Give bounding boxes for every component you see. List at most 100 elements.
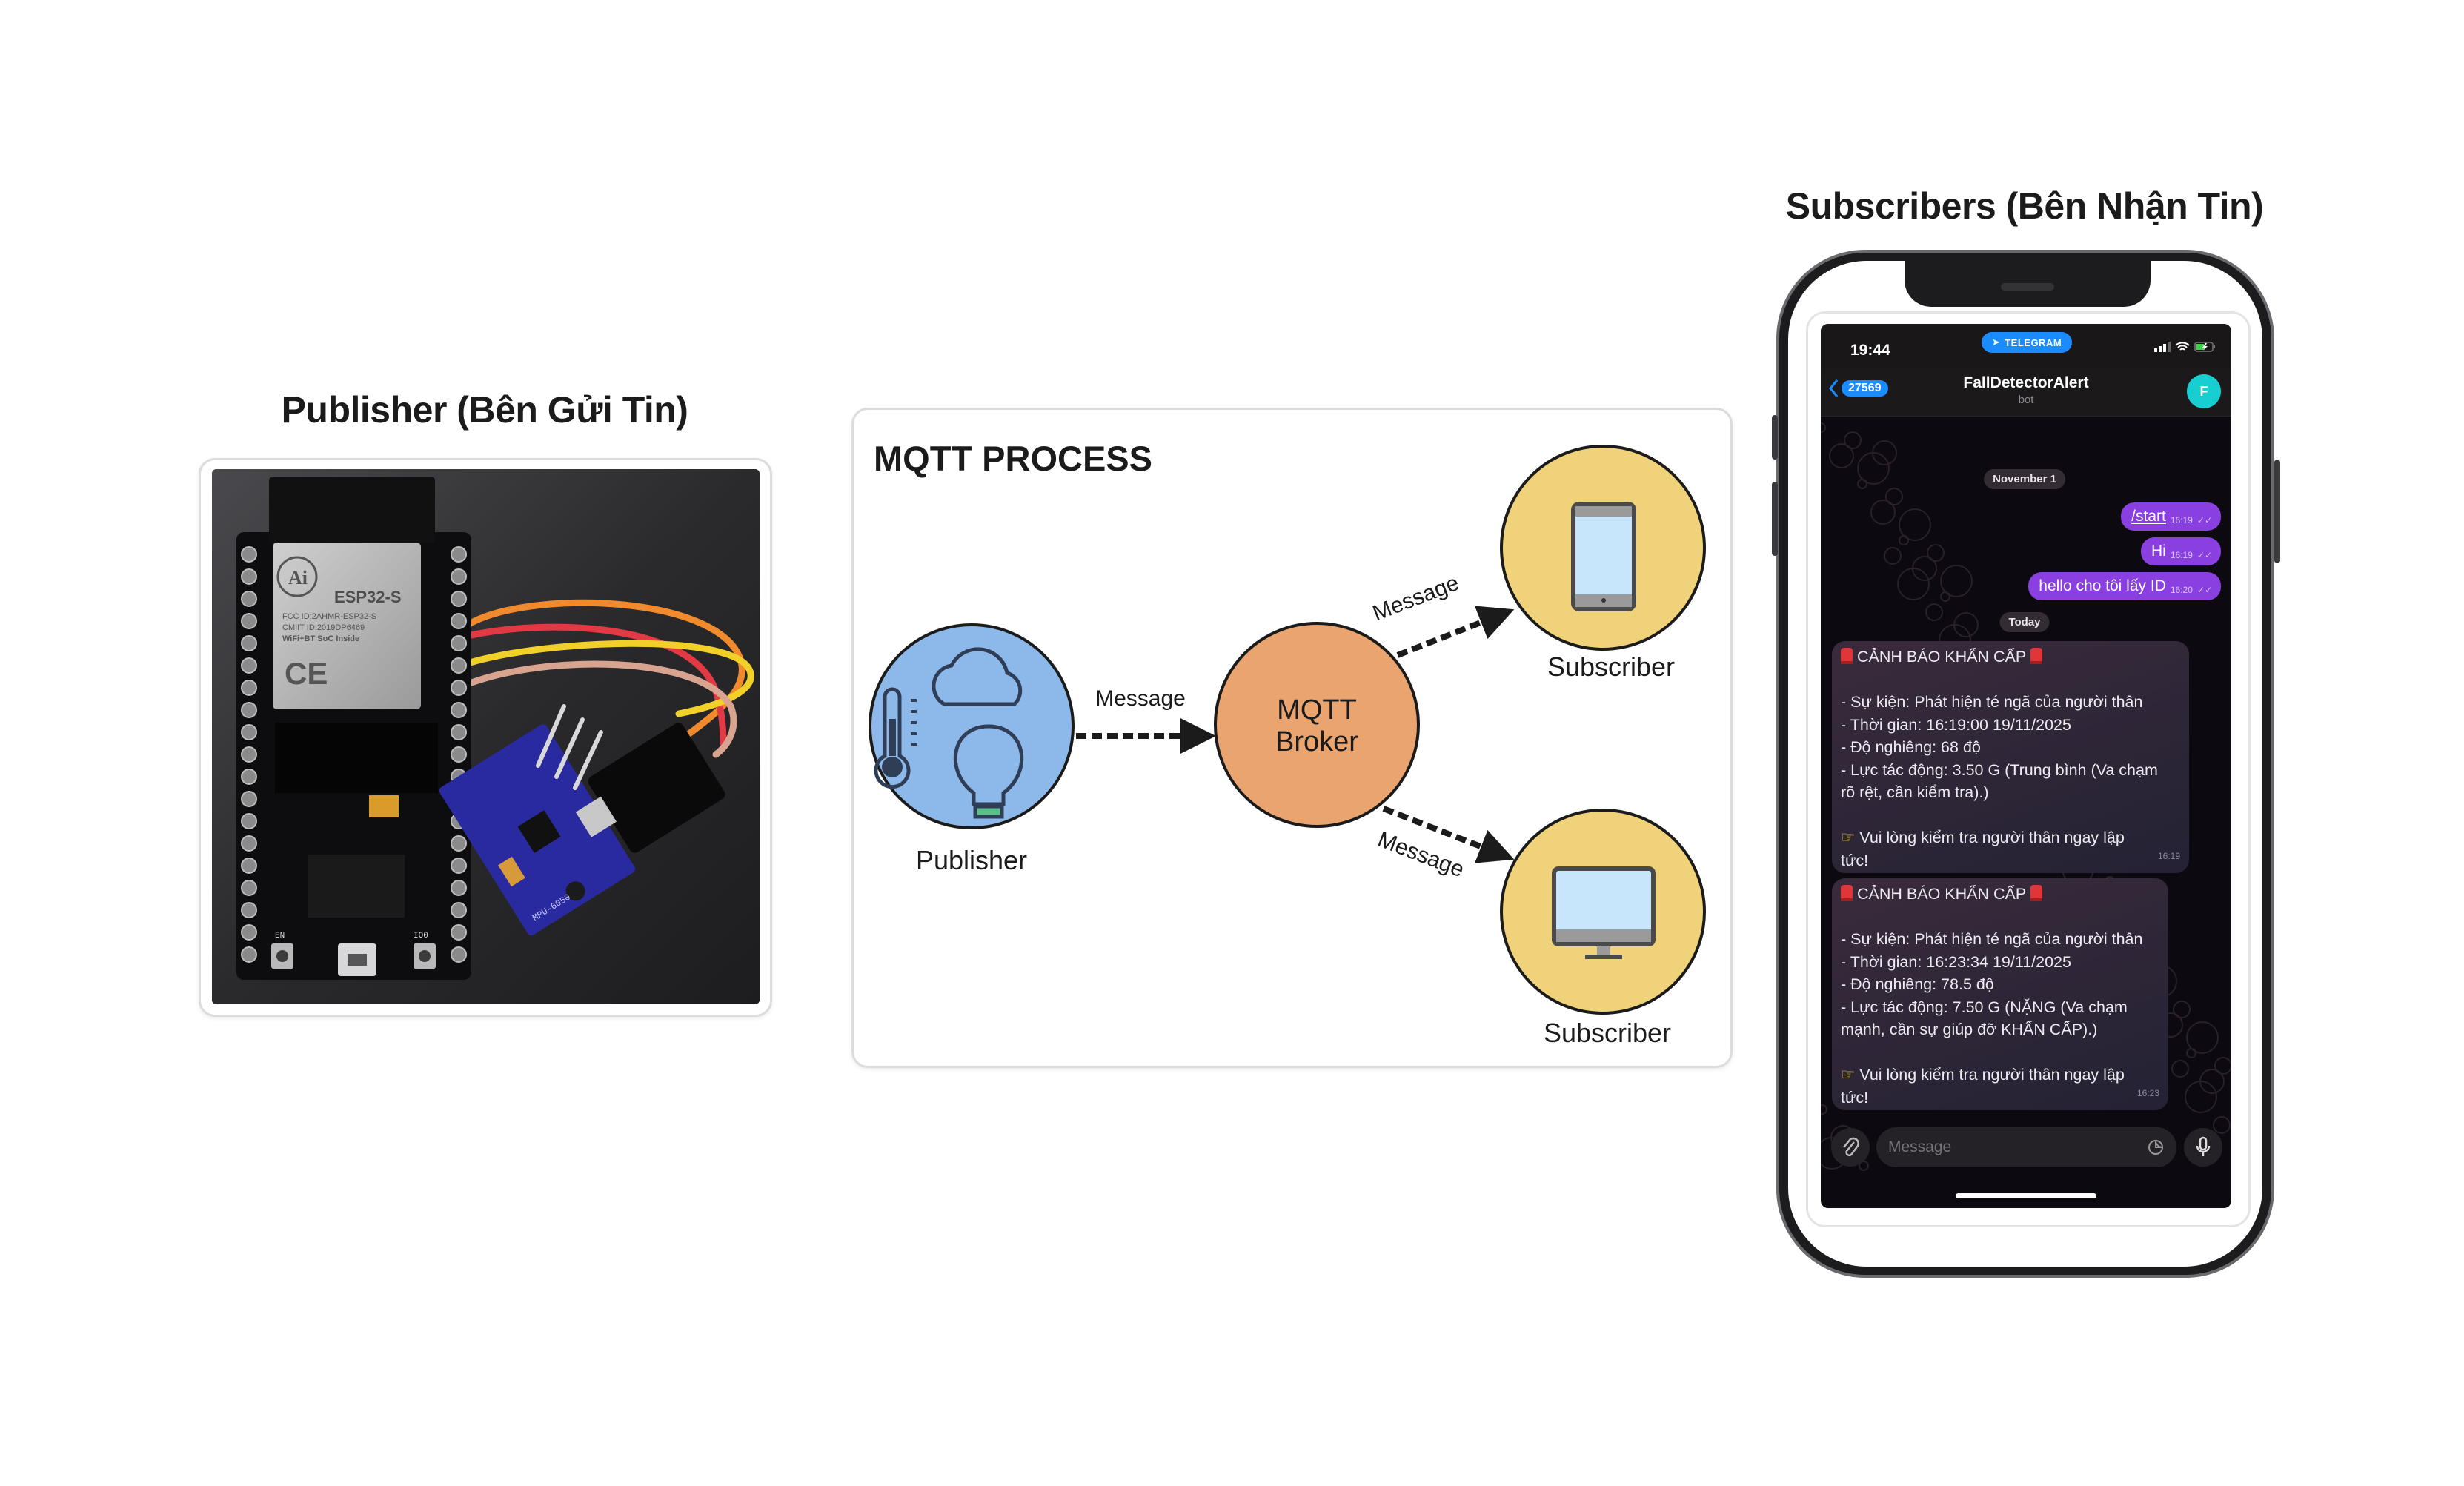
broker-node	[1214, 622, 1420, 828]
message-text: Hi	[2151, 543, 2166, 560]
message-text[interactable]: /start	[2131, 508, 2166, 525]
telegram-plane-icon: ➤	[1991, 336, 2001, 348]
bot-avatar[interactable]: F	[2187, 374, 2221, 408]
header-pin	[451, 835, 467, 852]
message-input[interactable]: Message	[1876, 1127, 2176, 1167]
alert-impact-line-cont: mạnh, cần sự giúp đỡ KHẨN CẤP).)	[1841, 1021, 2098, 1038]
wallpaper-doodle	[1857, 479, 1867, 489]
wallpaper-doodle	[2214, 1057, 2231, 1075]
wallpaper-doodle	[1912, 556, 1937, 581]
paperclip-icon	[1843, 1137, 1859, 1157]
siren-icon	[1841, 648, 1853, 664]
alert-footer: Vui lòng kiểm tra người thân ngay lập	[1859, 829, 2125, 846]
wallpaper-doodle	[1940, 565, 1973, 597]
wallpaper-doodle	[1899, 508, 1931, 541]
message-time: 16:19	[2157, 850, 2180, 861]
wallpaper-doodle	[2213, 1116, 2231, 1134]
header-pin	[451, 635, 467, 651]
message-time: 16:19	[2170, 515, 2193, 525]
double-check-icon: ✓✓	[2196, 585, 2212, 595]
esp32-board: EN IO0 Ai ESP32-S FCC ID:2AHMR-ESP32-S C…	[236, 477, 471, 980]
alert-message: CẢNH BÁO KHẨN CẤP - Sự kiện: Phát hiện t…	[1832, 878, 2168, 1110]
alert-event-line: - Sự kiện: Phát hiện té ngã của người th…	[1841, 930, 2143, 948]
wallpaper-doodle	[1925, 603, 1943, 621]
arrow-bottom-label: Message	[1375, 827, 1467, 882]
alert-footer-cont: tức!	[1841, 1088, 1869, 1107]
smartphone-icon	[1571, 502, 1636, 611]
header-pin	[241, 791, 257, 807]
chat-header: 27569 FallDetectorAlert bot F	[1821, 368, 2231, 417]
wallpaper-doodle	[1821, 422, 1826, 433]
header-pin	[241, 769, 257, 785]
phone-speaker	[2001, 283, 2054, 291]
header-pin	[451, 946, 467, 963]
alert-footer-cont: tức!	[1841, 851, 1869, 869]
wallpaper-doodle	[2186, 1021, 2219, 1054]
alert-impact-line: - Lực tác động: 3.50 G (Trung bình (Va c…	[1841, 760, 2158, 779]
header-pin	[241, 657, 257, 674]
attach-button[interactable]	[1831, 1128, 1870, 1167]
module-cmiit-label: CMIIT ID:2019DP6469	[282, 623, 365, 632]
header-pin	[241, 546, 257, 563]
module-soc-label: WiFi+BT SoC Inside	[282, 634, 359, 643]
header-pin	[451, 858, 467, 874]
header-pin	[241, 880, 257, 896]
telegram-app-pill[interactable]: ➤ TELEGRAM	[1982, 332, 2072, 353]
header-pin	[451, 568, 467, 585]
header-pin	[241, 813, 257, 829]
wallpaper-doodle	[1885, 488, 1903, 505]
en-button-label: EN	[275, 932, 285, 941]
header-pin	[451, 724, 467, 740]
voice-record-button[interactable]	[2184, 1128, 2222, 1167]
message-time: 16:19	[2170, 550, 2193, 560]
arrow-broker-to-bottom-subscriber	[1382, 806, 1515, 863]
cloud-icon	[932, 647, 1023, 706]
double-check-icon: ✓✓	[2196, 550, 2212, 560]
wallpaper-doodle	[1899, 535, 1909, 545]
wallpaper-doodle	[1872, 440, 1897, 465]
header-pin	[241, 591, 257, 607]
sticker-icon[interactable]	[2147, 1138, 2165, 1156]
arrow-publisher-label: Message	[1095, 686, 1186, 711]
header-pin	[241, 835, 257, 852]
module-fcc-label: FCC ID:2AHMR-ESP32-S	[282, 612, 376, 621]
double-check-icon: ✓✓	[2196, 515, 2212, 525]
outgoing-message: /start 16:19 ✓✓	[2121, 502, 2221, 531]
message-time: 16:23	[2136, 1087, 2159, 1098]
chevron-left-icon	[1829, 379, 1839, 397]
wallpaper-doodle	[1844, 431, 1862, 449]
diagram-title: MQTT PROCESS	[874, 439, 1152, 478]
header-pin	[451, 880, 467, 896]
header-pin	[241, 746, 257, 763]
esp32-hardware-photo: EN IO0 Ai ESP32-S FCC ID:2AHMR-ESP32-S C…	[212, 469, 760, 1004]
alert-impact-line-cont: rõ rệt, cần kiểm tra).)	[1841, 783, 1989, 801]
module-name-label: ESP32-S	[334, 588, 402, 606]
alert-tilt-line: - Độ nghiêng: 78.5 độ	[1841, 975, 1994, 993]
subscribers-section-title: Subscribers (Bên Nhận Tin)	[1785, 185, 2264, 227]
alert-heading: CẢNH BÁO KHẨN CẤP	[1857, 648, 2026, 666]
header-pin	[241, 635, 257, 651]
wifi-icon	[2175, 342, 2190, 351]
home-indicator[interactable]	[1956, 1193, 2096, 1198]
back-button[interactable]: 27569	[1828, 379, 1888, 398]
telegram-screen: 19:44 ➤ TELEGRAM 27569 FallDetectorAlert…	[1821, 324, 2231, 1208]
subscriber-top-label: Subscriber	[1547, 651, 1675, 682]
ai-thinker-logo: Ai	[288, 567, 308, 588]
unread-count-badge: 27569	[1842, 380, 1888, 397]
wallpaper-doodle	[1829, 443, 1854, 468]
signal-icon	[2154, 342, 2171, 352]
outgoing-message: Hi 16:19 ✓✓	[2141, 537, 2221, 565]
chat-title[interactable]: FallDetectorAlert	[1963, 374, 2089, 391]
message-composer: Message	[1821, 1118, 2231, 1185]
siren-icon	[2030, 885, 2042, 901]
date-separator: Today	[1999, 612, 2050, 632]
header-pin	[451, 613, 467, 629]
arrow-broker-to-top-subscriber	[1396, 606, 1515, 658]
wallpaper-doodle	[2199, 1069, 2225, 1094]
message-text: hello cho tôi lấy ID	[2039, 577, 2166, 594]
lightbulb-icon	[953, 724, 1024, 819]
header-pin	[451, 680, 467, 696]
header-pin	[241, 702, 257, 718]
wallpaper-doodle	[1859, 1161, 1869, 1171]
io0-button-label: IO0	[414, 932, 428, 941]
